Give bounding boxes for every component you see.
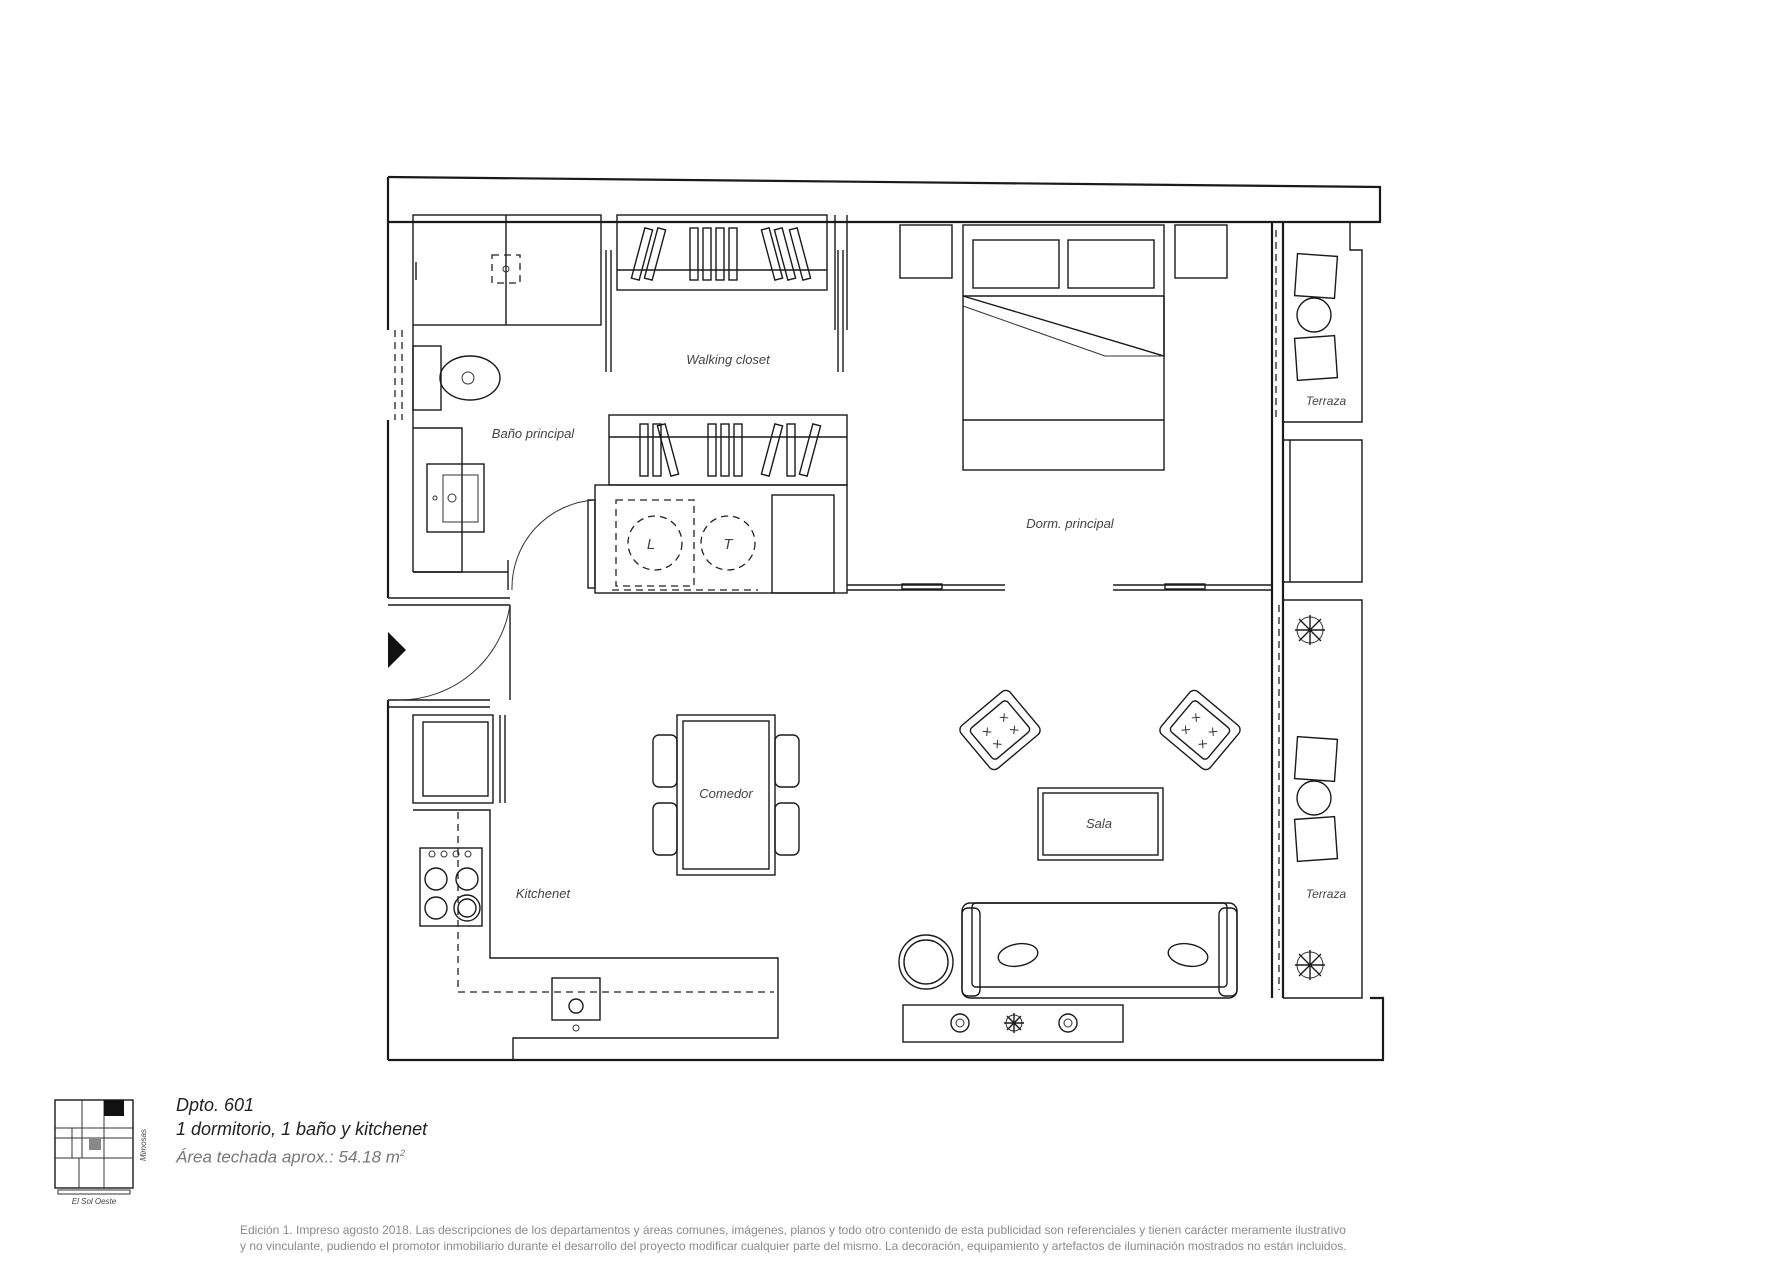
outer-walls xyxy=(386,175,1385,1062)
disclaimer-line-2: y no vinculante, pudiendo el promotor in… xyxy=(240,1239,1347,1253)
laundry: L T xyxy=(594,484,848,594)
unit-area: Área techada aprox.: 54.18 m2 xyxy=(176,1141,427,1170)
water-heater-label: T xyxy=(723,536,734,553)
room-label-comedor: Comedor xyxy=(699,786,753,801)
key-plan: Mimosas El Sol Oeste xyxy=(54,1099,148,1206)
kitchen xyxy=(412,714,779,1060)
unit-area-label: Área techada aprox.: 54.18 m xyxy=(176,1147,400,1167)
walking-closet xyxy=(605,214,848,486)
room-label-kitchenet: Kitchenet xyxy=(516,886,572,901)
dining-table xyxy=(652,714,800,876)
room-label-walking-closet: Walking closet xyxy=(686,352,771,367)
bathroom-door xyxy=(511,499,596,591)
living-furniture xyxy=(898,689,1241,1043)
key-plan-street-side: Mimosas xyxy=(139,1129,148,1161)
terrace-lower xyxy=(1293,615,1339,980)
disclaimer: Edición 1. Impreso agosto 2018. Las desc… xyxy=(240,1222,1530,1254)
key-plan-unit-marker xyxy=(104,1100,124,1116)
unit-info: Dpto. 601 1 dormitorio, 1 baño y kitchen… xyxy=(176,1093,427,1170)
key-plan-street-bottom: El Sol Oeste xyxy=(72,1197,117,1206)
unit-title: Dpto. 601 xyxy=(176,1095,255,1115)
unit-area-sup: 2 xyxy=(399,1148,405,1158)
terrace-upper xyxy=(1293,252,1339,382)
bathroom xyxy=(412,214,602,590)
room-label-bano-principal: Baño principal xyxy=(492,426,575,441)
room-label-terraza-upper: Terraza xyxy=(1306,394,1347,408)
room-label-sala: Sala xyxy=(1086,816,1112,831)
bedroom xyxy=(899,224,1228,471)
disclaimer-line-1: Edición 1. Impreso agosto 2018. Las desc… xyxy=(240,1223,1346,1237)
room-label-dorm-principal: Dorm. principal xyxy=(1026,516,1115,531)
room-label-terraza-lower: Terraza xyxy=(1306,887,1347,901)
dorm-partition xyxy=(847,583,1272,591)
entry-door xyxy=(397,604,511,701)
washer-label: L xyxy=(647,536,655,553)
entry-arrow-icon xyxy=(388,632,406,668)
unit-description: 1 dormitorio, 1 baño y kitchenet xyxy=(176,1119,428,1139)
